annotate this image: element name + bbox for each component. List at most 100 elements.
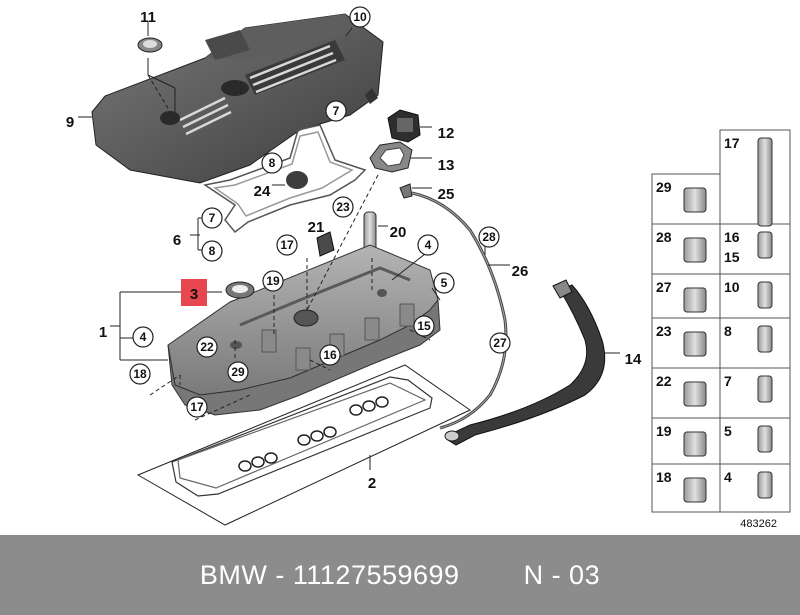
callout-14[interactable]: 14 [625, 351, 642, 368]
grommet-24 [286, 171, 308, 189]
callout-23-circle [332, 196, 354, 218]
callout-5[interactable]: 5 [433, 272, 455, 294]
grid-cell-label: 10 [724, 279, 740, 295]
grid-cell-left[interactable]: 23 [656, 323, 707, 357]
callout-4a[interactable]: 4 [417, 234, 439, 256]
gasket-frame [136, 364, 471, 526]
callout-27[interactable]: 27 [489, 332, 511, 354]
part-thumbnail [683, 381, 707, 407]
callout-22[interactable]: 22 [196, 336, 218, 358]
callout-17b-circle [186, 396, 208, 418]
callout-11[interactable]: 11 [140, 9, 156, 26]
callout-16[interactable]: 16 [319, 344, 341, 366]
callout-8a[interactable]: 8 [261, 152, 283, 174]
spark-plug-seals [238, 396, 389, 472]
vent-hose-highlight [411, 192, 507, 429]
grid-cell-right[interactable]: 17 [724, 135, 773, 227]
callout-19[interactable]: 19 [262, 270, 284, 292]
callout-9[interactable]: 9 [66, 114, 74, 131]
grid-cell-right[interactable]: 4 [724, 469, 773, 499]
engine-cover [91, 13, 384, 184]
connector-25 [399, 183, 413, 199]
callout-7b-circle [201, 207, 223, 229]
grid-cell-left[interactable]: 18 [656, 469, 707, 503]
callout-28[interactable]: 28 [478, 226, 500, 248]
part-thumbnail [683, 237, 707, 263]
callout-17a-circle [276, 234, 298, 256]
diagram-number: 483262 [740, 518, 777, 530]
callout-29-label: 29 [231, 365, 245, 379]
grid-cell-left[interactable]: 29 [656, 179, 707, 213]
grid-cell-label: 15 [724, 249, 740, 265]
part-thumbnail [757, 137, 773, 227]
callout-12[interactable]: 12 [438, 125, 455, 142]
grid-cell-left[interactable]: 28 [656, 229, 707, 263]
callout-20[interactable]: 20 [390, 224, 407, 241]
callout-13[interactable]: 13 [438, 157, 455, 174]
grid-cell-label: 22 [656, 373, 672, 389]
callout-22-circle [196, 336, 218, 358]
callout-8a-label: 8 [269, 156, 276, 170]
callout-23[interactable]: 23 [332, 196, 354, 218]
callout-27-circle [489, 332, 511, 354]
part-thumbnail [757, 231, 773, 259]
callout-7b[interactable]: 7 [201, 207, 223, 229]
callout-7a[interactable]: 7 [325, 100, 347, 122]
part-thumbnail [683, 477, 707, 503]
callout-18-circle [129, 363, 151, 385]
callout-10[interactable]: 10 [349, 6, 371, 28]
part-thumbnail [757, 471, 773, 499]
part-thumbnail [757, 325, 773, 353]
circled-callouts: 10 7 8 7 8 23 17 28 4 19 5 15 4 22 16 27 18 29 17 [129, 6, 511, 418]
callout-17b-label: 17 [190, 400, 204, 414]
part-thumbnail [757, 375, 773, 403]
callout-29[interactable]: 29 [227, 361, 249, 383]
part-thumbnail [757, 425, 773, 453]
grid-cell-label: 23 [656, 323, 672, 339]
grid-cell-label: 28 [656, 229, 672, 245]
leader-lines [78, 22, 620, 470]
callout-21[interactable]: 21 [308, 219, 325, 236]
callout-17b[interactable]: 17 [186, 396, 208, 418]
grid-cell-left[interactable]: 27 [656, 279, 707, 313]
callout-1[interactable]: 1 [99, 324, 107, 341]
callout-6[interactable]: 6 [173, 232, 181, 249]
seal-ring [225, 281, 255, 299]
highlighted-callout-3[interactable]: 3 [181, 279, 207, 306]
grid-cell-label: 17 [724, 135, 740, 151]
part-number-text: BMW - 11127559699 N - 03 [199, 559, 601, 590]
part-thumbnail [757, 281, 773, 309]
grid-cell-label: 19 [656, 423, 672, 439]
grid-cell-right[interactable]: 8 [724, 323, 773, 353]
callout-7b-label: 7 [209, 211, 216, 225]
callout-17a[interactable]: 17 [276, 234, 298, 256]
grid-cell-right[interactable]: 10 [724, 279, 773, 309]
grid-cell-label: 27 [656, 279, 672, 295]
callout-4b-label: 4 [140, 330, 147, 344]
callout-4b[interactable]: 4 [132, 326, 154, 348]
callout-26[interactable]: 26 [512, 263, 529, 280]
callout-15[interactable]: 15 [413, 315, 435, 337]
callout-25[interactable]: 25 [438, 186, 455, 203]
grid-cell-left[interactable]: 22 [656, 373, 707, 407]
part-thumbnail [683, 331, 707, 357]
dashed-leaders [147, 74, 431, 421]
callout-2[interactable]: 2 [368, 475, 376, 492]
callout-19-circle [262, 270, 284, 292]
grid-cell-label: 7 [724, 373, 732, 389]
grid-cell-label: 16 [724, 229, 740, 245]
callout-28-circle [478, 226, 500, 248]
vent-pipe [444, 279, 606, 446]
grid-cell-right[interactable]: 5 [724, 423, 773, 453]
callout-10-label: 10 [353, 10, 367, 24]
callout-18[interactable]: 18 [129, 363, 151, 385]
callout-19-label: 19 [266, 274, 280, 288]
grid-cell-right[interactable]: 7 [724, 373, 773, 403]
grid-cell-left[interactable]: 19 [656, 423, 707, 457]
callout-24[interactable]: 24 [254, 183, 271, 200]
callout-7a-label: 7 [333, 104, 340, 118]
part-thumbnail [683, 431, 707, 457]
callout-8b[interactable]: 8 [201, 240, 223, 262]
